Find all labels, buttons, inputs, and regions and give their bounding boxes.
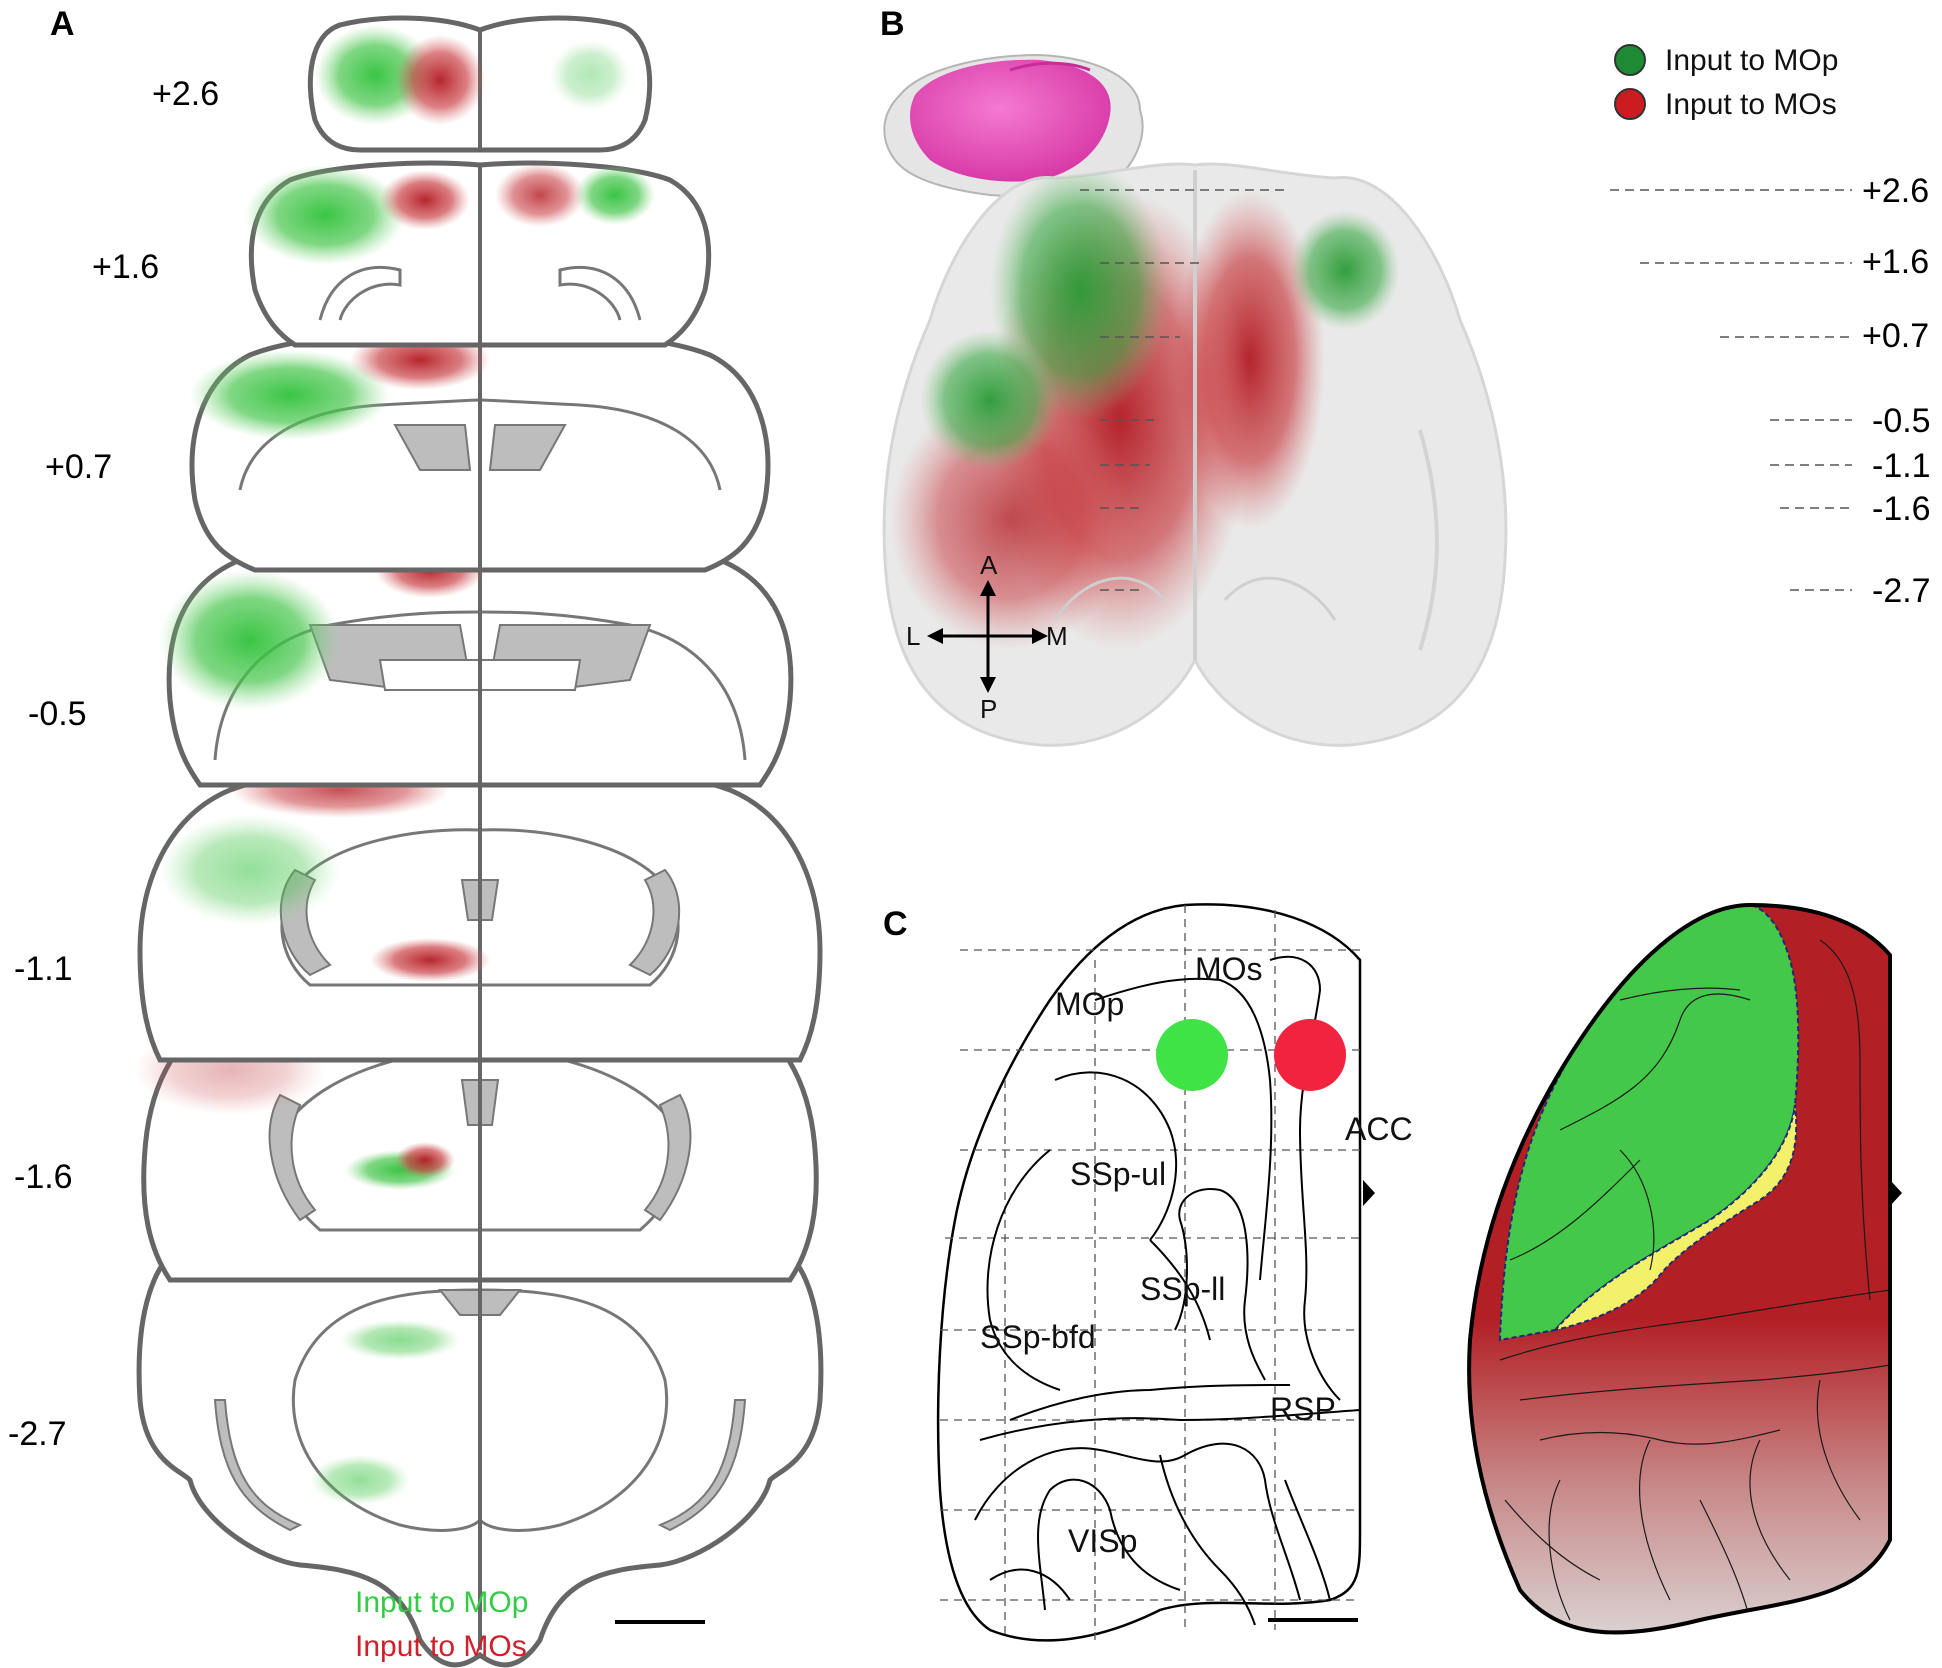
b-level-label: -1.6: [1872, 490, 1931, 528]
a-level-label: -1.1: [14, 950, 73, 988]
compass-anterior: A: [980, 550, 998, 580]
section-plus-1-6: [245, 160, 712, 348]
b-legend-mos-swatch: [1614, 88, 1646, 120]
b-legend: Input to MOp Input to MOs: [1614, 44, 1838, 121]
panel-c-letter: C: [883, 905, 908, 943]
section-minus-0-5: [160, 537, 794, 788]
b-level-label: -1.1: [1872, 447, 1931, 485]
b-level-label: +0.7: [1862, 317, 1929, 355]
region-label-visp: VISp: [1068, 1523, 1137, 1559]
a-level-label: -0.5: [28, 695, 87, 733]
b-level-label: -0.5: [1872, 402, 1931, 440]
a-legend-mos: Input to MOs: [355, 1630, 527, 1663]
a-level-label: +1.6: [92, 248, 159, 286]
a-level-label: -2.7: [8, 1415, 67, 1453]
region-label-mop: MOp: [1055, 986, 1124, 1022]
b-level-label: +2.6: [1862, 172, 1929, 210]
compass-lateral: L: [906, 621, 920, 651]
b-level-label: +1.6: [1862, 243, 1929, 281]
b-legend-mos: Input to MOs: [1665, 88, 1837, 121]
region-label-rsp: RSP: [1270, 1391, 1336, 1427]
region-label-ssp-bfd: SSp-bfd: [980, 1319, 1096, 1355]
region-label-mos: MOs: [1195, 951, 1263, 987]
region-label-acc: ACC: [1345, 1111, 1413, 1147]
b-level-label: -2.7: [1872, 572, 1931, 610]
b-level-lines: [1080, 189, 1852, 591]
a-level-label: -1.6: [14, 1158, 73, 1196]
region-label-ssp-ul: SSp-ul: [1070, 1156, 1166, 1192]
section-plus-0-7: [189, 330, 771, 573]
b-legend-mop-swatch: [1614, 44, 1646, 76]
section-plus-2-6: [307, 15, 653, 153]
panel-a-sections: [135, 15, 824, 1668]
panel-a-level-labels: +2.6 +1.6 +0.7 -0.5 -1.1 -1.6 -2.7: [8, 75, 219, 1453]
section-minus-1-1: [137, 762, 823, 1063]
a-level-label: +0.7: [45, 448, 112, 486]
c-flatmap-colored: [1467, 902, 1902, 1635]
orientation-compass-icon: A P L M: [906, 550, 1068, 724]
panel-b-letter: B: [880, 5, 905, 43]
a-legend-mop: Input to MOp: [355, 1586, 528, 1619]
mop-injection-site: [1156, 1019, 1228, 1091]
brain-inset-icon: [883, 53, 1144, 198]
compass-posterior: P: [980, 694, 997, 724]
mos-injection-site: [1274, 1019, 1346, 1091]
section-minus-2-7: [136, 1202, 824, 1668]
a-level-label: +2.6: [152, 75, 219, 113]
b-legend-mop: Input to MOp: [1665, 44, 1838, 77]
panel-b-level-labels: +2.6 +1.6 +0.7 -0.5 -1.1 -1.6 -2.7: [1862, 172, 1931, 610]
region-label-ssp-ll: SSp-ll: [1140, 1271, 1225, 1307]
b-brain-top-view: [882, 162, 1508, 747]
panel-a-letter: A: [50, 5, 75, 43]
compass-medial: M: [1046, 621, 1068, 651]
c-flatmap: MOs MOp ACC SSp-ul SSp-ll SSp-bfd RSP VI…: [936, 903, 1413, 1642]
